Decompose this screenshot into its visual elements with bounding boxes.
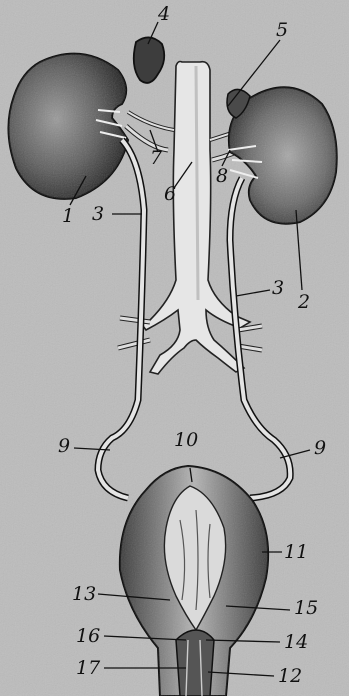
label-16: 16 bbox=[76, 625, 100, 647]
label-3-right: 3 bbox=[272, 277, 284, 299]
label-17: 17 bbox=[76, 657, 101, 679]
label-1: 1 bbox=[62, 205, 74, 227]
label-13: 13 bbox=[72, 583, 96, 605]
label-10: 10 bbox=[174, 429, 198, 451]
label-9-left: 9 bbox=[58, 435, 70, 457]
label-14: 14 bbox=[284, 631, 308, 653]
label-2: 2 bbox=[297, 291, 310, 313]
label-7: 7 bbox=[150, 147, 163, 169]
label-5: 5 bbox=[276, 19, 288, 41]
label-11: 11 bbox=[284, 541, 308, 563]
label-15: 15 bbox=[294, 597, 318, 619]
label-6: 6 bbox=[164, 183, 176, 205]
label-9-right: 9 bbox=[314, 437, 326, 459]
label-3-left: 3 bbox=[92, 203, 104, 225]
label-4: 4 bbox=[157, 3, 170, 25]
label-8: 8 bbox=[216, 165, 228, 187]
label-12: 12 bbox=[278, 665, 302, 687]
